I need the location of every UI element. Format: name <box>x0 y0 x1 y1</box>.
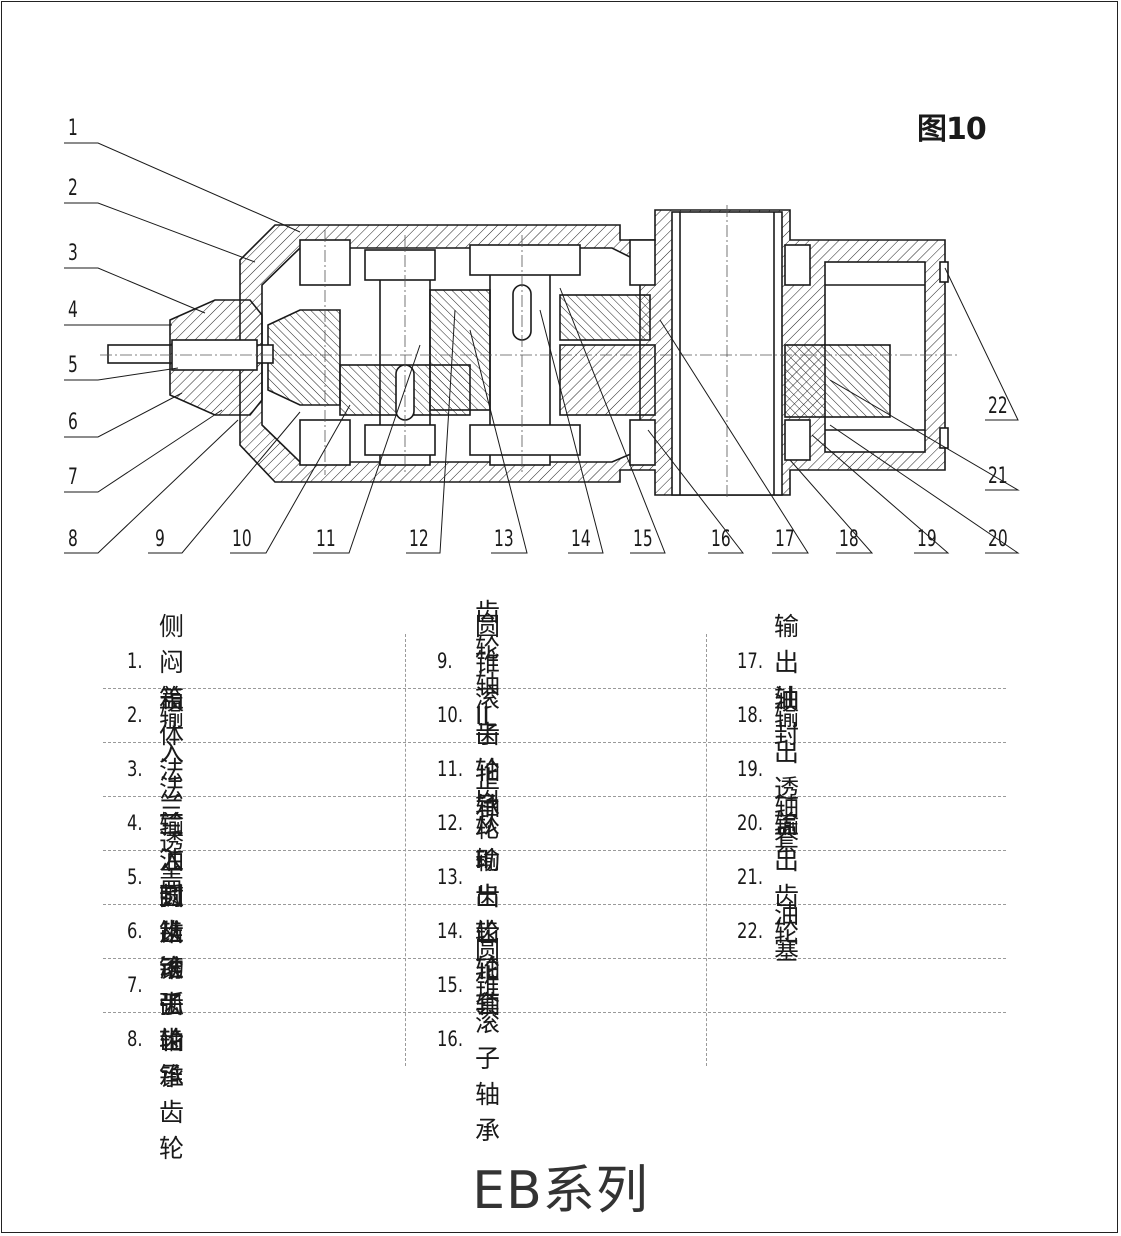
legend-item: 17.输出轴 <box>737 612 800 713</box>
callout-17: 17 <box>775 527 795 552</box>
legend-item: 16.圆锥滚子轴承 <box>437 936 501 1145</box>
legend-item: 21.输出齿轮 <box>737 810 800 947</box>
callout-18: 18 <box>839 527 859 552</box>
legend-item: 11.齿轮轴 <box>437 720 501 821</box>
legend-item: 7.圆锥滚子轴承 <box>127 882 185 1091</box>
legend-item: 5.油封 <box>127 846 185 911</box>
callout-22: 22 <box>988 394 1008 419</box>
callout-14: 14 <box>571 527 591 552</box>
legend-item: 10.圆锥滚子轴承 <box>437 612 501 821</box>
callout-8: 8 <box>68 527 78 552</box>
callout-6: 6 <box>68 410 78 435</box>
legend-item: 3.输入法兰 <box>127 702 185 839</box>
legend-item: 22.油塞 <box>737 900 800 965</box>
callout-7: 7 <box>68 465 78 490</box>
legend-item: 6.输入弧齿锥齿轮 <box>127 810 185 1055</box>
legend-item: 14.输出齿轮轴 <box>437 846 501 1019</box>
legend-item: 9.齿轮轴II <box>437 597 501 730</box>
callout-4: 4 <box>68 298 78 323</box>
callout-20: 20 <box>988 527 1008 552</box>
callout-5: 5 <box>68 353 78 378</box>
callout-1: 1 <box>68 116 78 141</box>
legend-item: 1.侧闷盖 <box>127 612 185 713</box>
callout-11: 11 <box>316 527 336 552</box>
legend-item: 20.轴套 <box>737 792 800 857</box>
legend-item: 8.从动弧齿锥齿轮 <box>127 918 185 1163</box>
series-title: EB系列 <box>472 1161 649 1221</box>
legend-item: 19.输出透盖 <box>737 702 800 839</box>
legend-item: 13.从动齿轮 <box>437 810 501 947</box>
callout-10: 10 <box>232 527 252 552</box>
callout-16: 16 <box>711 527 731 552</box>
callout-3: 3 <box>68 241 78 266</box>
legend-item: 12.齿轮II <box>437 777 501 874</box>
legend-item: 18.油封 <box>737 684 800 749</box>
callout-21: 21 <box>988 464 1008 489</box>
parts-legend: 1.侧闷盖 2.箱体 3.输入法兰 4.法兰透盖 5.油封 6.输入弧齿锥齿轮 … <box>103 597 1006 1163</box>
callout-12: 12 <box>409 527 429 552</box>
callout-2: 2 <box>68 176 78 201</box>
callout-19: 19 <box>917 527 937 552</box>
legend-item: 15.轴套 <box>437 954 501 1019</box>
callout-9: 9 <box>155 527 165 552</box>
gearbox-section-drawing <box>64 142 1020 554</box>
callout-13: 13 <box>494 527 514 552</box>
callout-15: 15 <box>633 527 653 552</box>
legend-item: 2.箱体 <box>127 684 185 749</box>
figure-label: 图10 <box>917 112 987 147</box>
legend-item: 4.法兰透盖 <box>127 756 185 893</box>
